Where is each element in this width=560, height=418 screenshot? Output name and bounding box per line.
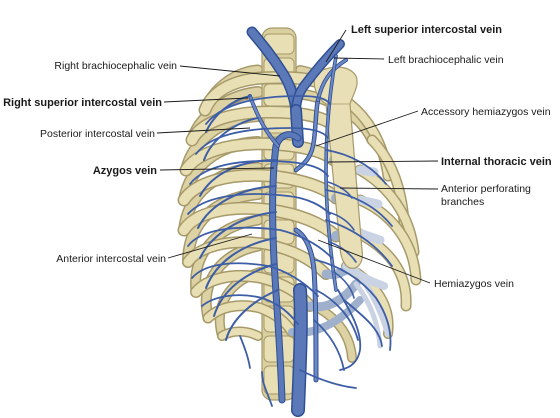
label-right-superior-intercostal-vein: Right superior intercostal vein — [3, 97, 162, 109]
left-intercostal-veins — [313, 149, 393, 371]
label-left-superior-intercostal-vein: Left superior intercostal vein — [351, 24, 502, 36]
leader-lines — [156, 29, 439, 284]
label-anterior-intercostal-vein: Anterior intercostal vein — [56, 253, 166, 265]
anterior-intercostal-veins — [187, 95, 333, 325]
anterior-perforating-branches — [327, 181, 357, 299]
label-internal-thoracic-vein: Internal thoracic vein — [441, 156, 552, 168]
labels: Left superior intercostal vein Right bra… — [3, 24, 552, 290]
label-posterior-intercostal-vein: Posterior intercostal vein — [40, 128, 155, 140]
label-right-brachiocephalic-vein: Right brachiocephalic vein — [54, 60, 177, 72]
label-left-brachiocephalic-vein: Left brachiocephalic vein — [388, 54, 504, 66]
venous-system — [187, 26, 393, 417]
label-accessory-hemiazygos-vein: Accessory hemiazygos vein — [421, 106, 551, 118]
label-anterior-perforating-branches-2: branches — [441, 196, 484, 208]
label-azygos-vein: Azygos vein — [93, 165, 157, 177]
lower-abdominal-veins — [239, 289, 383, 407]
label-hemiazygos-vein: Hemiazygos vein — [434, 278, 514, 290]
label-anterior-perforating-branches-1: Anterior perforating — [441, 183, 531, 195]
